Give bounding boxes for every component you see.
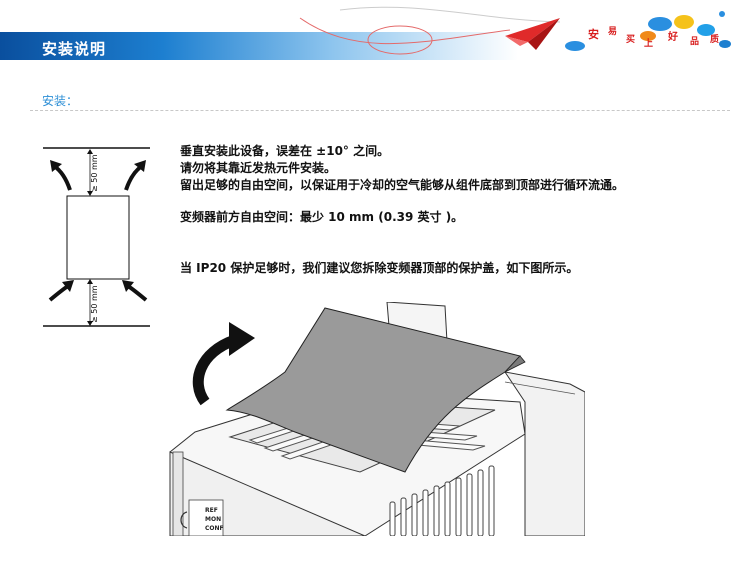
slogan-char-0: 安 bbox=[588, 27, 599, 41]
slogan-char-5: 品 bbox=[690, 36, 699, 47]
paper-plane-icon bbox=[505, 18, 560, 50]
section-label: 安装： bbox=[42, 94, 79, 108]
instruction-line: 请勿将其靠近发热元件安装。 bbox=[180, 161, 337, 175]
clearance-diagram: ≥ 50 mm ≥ 50 mm bbox=[43, 147, 150, 327]
top-clearance-label: ≥ 50 mm bbox=[90, 154, 99, 192]
inverter-cover-removal-illustration: REF MON CONF bbox=[169, 302, 585, 536]
keypad-label-ref: REF bbox=[205, 507, 218, 514]
airflow-out-right-icon bbox=[124, 160, 146, 191]
front-clearance-text: 变频器前方自由空间：最少 10 mm (0.39 英寸 )。 bbox=[180, 210, 464, 224]
keypad-panel: REF MON CONF bbox=[180, 499, 224, 536]
divider bbox=[30, 110, 730, 111]
protective-cover bbox=[225, 307, 521, 473]
header-decoration: 安 易 买 上 好 品 质 bbox=[299, 6, 731, 55]
bottom-clearance-label: ≥ 50 mm bbox=[90, 285, 99, 323]
instruction-line: 垂直安装此设备，误差在 ±10° 之间。 bbox=[180, 144, 390, 158]
keypad-label-conf: CONF bbox=[205, 525, 224, 532]
slogan-char-6: 质 bbox=[710, 33, 719, 45]
header-title: 安装说明 bbox=[42, 40, 107, 58]
slogan-char-4: 好 bbox=[667, 30, 678, 43]
airflow-in-left-icon bbox=[48, 280, 74, 302]
airflow-out-left-icon bbox=[50, 160, 72, 191]
page-header: 安装说明 安 易 买 上 好 品 质 bbox=[0, 0, 740, 64]
instruction-lines: 垂直安装此设备，误差在 ±10° 之间。 请勿将其靠近发热元件安装。 留出足够的… bbox=[180, 143, 624, 194]
slogan-char-3: 上 bbox=[644, 37, 653, 49]
slogan-char-1: 易 bbox=[608, 26, 617, 37]
device-outline bbox=[66, 195, 130, 280]
ip20-note-text: 当 IP20 保护足够时，我们建议您拆除变频器顶部的保护盖，如下图所示。 bbox=[180, 261, 579, 275]
instruction-line: 留出足够的自由空间，以保证用于冷却的空气能够从组件底部到顶部进行循环流通。 bbox=[180, 178, 625, 192]
header-bar bbox=[0, 32, 740, 60]
airflow-in-right-icon bbox=[122, 280, 148, 302]
lift-direction-arrow-icon bbox=[192, 322, 255, 406]
slogan-char-2: 买 bbox=[626, 34, 635, 45]
keypad-label-mon: MON bbox=[205, 516, 221, 523]
